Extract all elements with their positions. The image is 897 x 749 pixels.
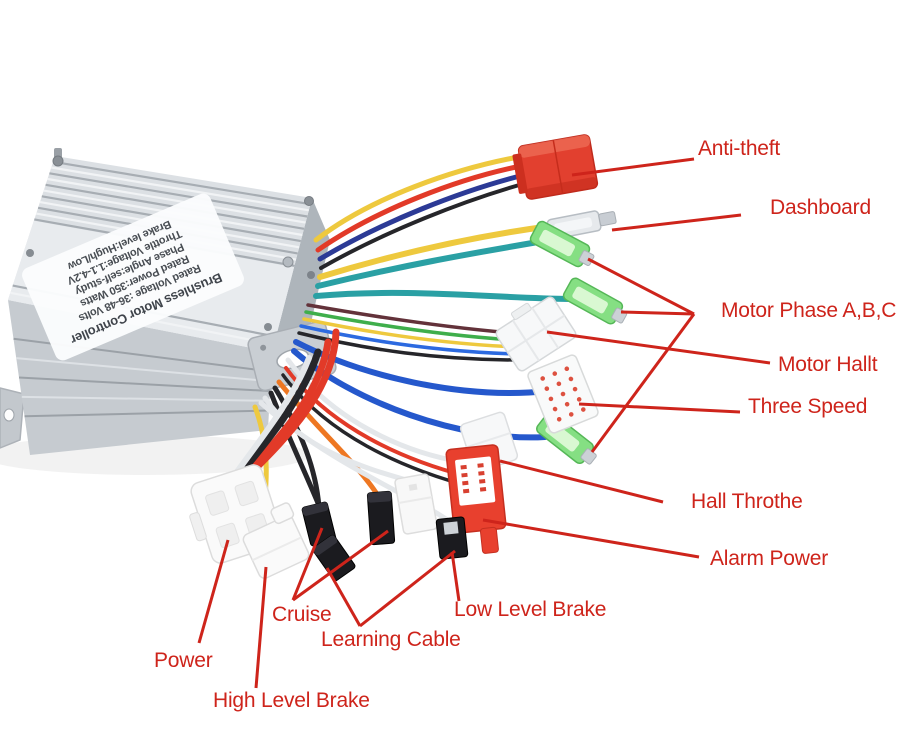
wire-navy [317,171,531,262]
label-motor-hallt: Motor Hallt [778,353,878,376]
label-power: Power [154,649,213,672]
three-speed-pins [540,366,586,422]
label-cruise: Cruise [272,603,332,626]
leader-alarm-power [482,518,700,559]
label-hall-throthe: Hall Throthe [691,490,803,513]
leader-motor-phase-c [590,313,696,453]
leader-hall-throthe [499,459,664,504]
wire-yellow [317,223,554,280]
wire-black [319,180,532,270]
hall-throttle-connector [445,444,507,554]
mounting-tab-left [0,387,25,449]
wire-teal [313,289,572,302]
leader-three-speed [578,402,741,414]
wire-green [304,310,516,342]
motor-phase-spade-b [562,277,628,325]
wire-red-thick [242,328,340,482]
wire-teal [315,239,541,289]
label-low-level-brake: Low Level Brake [454,598,607,621]
wire-yellow [313,153,527,243]
leader-learning-cable-a [325,567,362,627]
leader-high-level-brake [254,566,268,689]
leader-cruise-a [291,527,324,601]
anti-theft-connector [512,134,599,200]
wire-blue [299,324,520,356]
low-level-brake-connector [435,516,469,560]
leader-cruise-b [292,529,389,602]
wire-black [297,331,522,362]
leader-motor-phase-b [620,310,695,316]
label-alarm-power: Alarm Power [710,547,828,570]
label-anti-theft: Anti-theft [698,137,781,160]
screws [26,148,315,331]
hall-throttle-label-marks [460,463,487,494]
label-motor-phase: Motor Phase A,B,C [721,299,897,322]
motor-phase-spade-a [529,220,595,268]
leader-power [197,539,230,644]
wire-red [315,162,529,253]
label-dashboard: Dashboard [770,196,871,219]
leader-low-level-brake [450,551,461,602]
high-level-brake-connector [242,502,310,579]
leader-anti-theft [571,157,695,177]
motor-hall-connector [495,296,577,372]
wire-maroon [306,303,514,335]
learning-cable-connector-1 [312,534,356,582]
label-learning-cable: Learning Cable [321,628,461,651]
leader-motor-phase-a [587,257,695,316]
three-speed-connector [527,354,599,434]
wire-yellow [302,317,518,349]
leader-motor-hallt [546,330,771,365]
leader-learning-cable-b [359,549,456,628]
controller-box: Brushless Motor Controller Rated Voltage… [0,148,337,455]
leader-dashboard [611,213,742,232]
white-connector-mid [394,473,438,535]
cruise-connector-1 [301,501,337,547]
label-high-level-brake: High Level Brake [213,689,370,712]
leader-lines [197,157,771,689]
label-three-speed: Three Speed [748,395,868,418]
